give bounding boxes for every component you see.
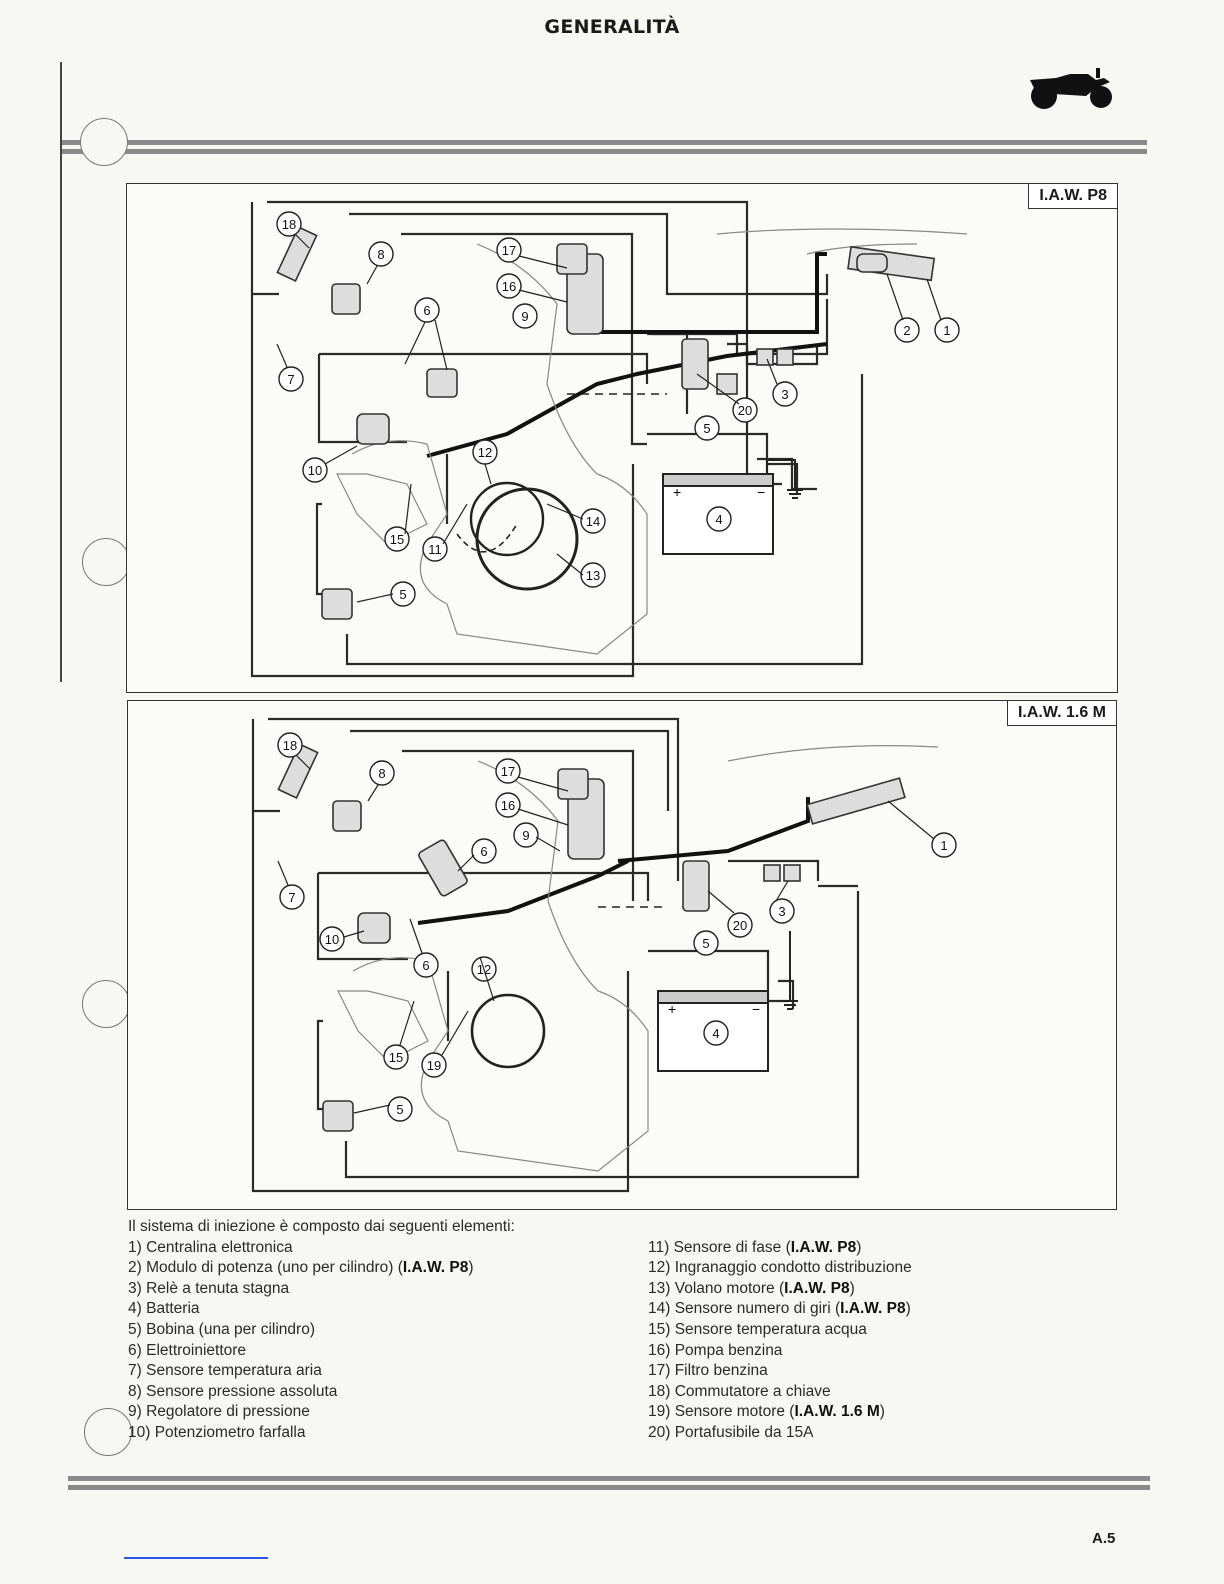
callout: 2 xyxy=(903,323,910,338)
page-number: A.5 xyxy=(1092,1530,1116,1547)
legend-item: 14) Sensore numero di giri (I.A.W. P8) xyxy=(648,1300,911,1318)
legend-item: 15) Sensore temperatura acqua xyxy=(648,1320,867,1338)
callout: 1 xyxy=(940,838,947,853)
svg-text:−: − xyxy=(752,1001,760,1017)
callout: 4 xyxy=(715,512,722,527)
legend-left-column: Il sistema di iniezione è composto dai s… xyxy=(128,1217,628,1444)
svg-text:−: − xyxy=(757,484,765,500)
legend-item: 18) Commutatore a chiave xyxy=(648,1382,831,1400)
legend-right-column: 11) Sensore di fase (I.A.W. P8) 12) Ingr… xyxy=(648,1238,1108,1444)
callout: 6 xyxy=(422,958,429,973)
callout: 3 xyxy=(778,904,785,919)
callout: 20 xyxy=(733,918,747,933)
callout: 5 xyxy=(396,1102,403,1117)
top-divider xyxy=(62,140,1147,158)
callout: 8 xyxy=(378,766,385,781)
legend-item: 19) Sensore motore (I.A.W. 1.6 M) xyxy=(648,1403,885,1421)
callout: 11 xyxy=(428,542,442,557)
callout: 6 xyxy=(423,303,430,318)
legend-item: 12) Ingranaggio condotto distribuzione xyxy=(648,1259,912,1277)
legend-intro: Il sistema di iniezione è composto dai s… xyxy=(128,1218,515,1235)
legend-item: 4) Batteria xyxy=(128,1300,200,1318)
bottom-divider xyxy=(68,1476,1150,1494)
callout: 7 xyxy=(288,890,295,905)
legend-item: 8) Sensore pressione assoluta xyxy=(128,1382,338,1400)
legend-item: 20) Portafusibile da 15A xyxy=(648,1423,814,1441)
legend-item: 16) Pompa benzina xyxy=(648,1341,783,1359)
callout: 9 xyxy=(522,828,529,843)
diagram-label: I.A.W. P8 xyxy=(1028,183,1118,209)
binder-hole xyxy=(82,538,130,586)
binder-hole xyxy=(82,980,130,1028)
legend-item: 2) Modulo di potenza (uno per cilindro) … xyxy=(128,1259,474,1277)
callout: 4 xyxy=(712,1026,719,1041)
callout: 20 xyxy=(738,403,752,418)
callout: 3 xyxy=(781,387,788,402)
legend-item: 3) Relè a tenuta stagna xyxy=(128,1279,290,1297)
legend-item: 11) Sensore di fase (I.A.W. P8) xyxy=(648,1238,862,1256)
callout: 15 xyxy=(390,532,404,547)
callout: 7 xyxy=(287,372,294,387)
callout: 17 xyxy=(501,764,515,779)
callout: 14 xyxy=(586,514,600,529)
wiring-diagram-iaw-p8: I.A.W. P8 xyxy=(126,183,1118,693)
legend-item: 5) Bobina (una per cilindro) xyxy=(128,1320,315,1338)
callout: 17 xyxy=(502,243,516,258)
wiring-diagram-iaw-1-6-m: I.A.W. 1.6 M xyxy=(127,700,1117,1210)
callout: 5 xyxy=(703,421,710,436)
callout: 18 xyxy=(283,738,297,753)
svg-text:+: + xyxy=(668,1001,676,1017)
binder-hole xyxy=(80,118,128,166)
callout: 10 xyxy=(325,932,339,947)
callout: 13 xyxy=(586,568,600,583)
legend-item: 9) Regolatore di pressione xyxy=(128,1403,310,1421)
callout: 18 xyxy=(282,217,296,232)
callout: 15 xyxy=(389,1050,403,1065)
callout: 6 xyxy=(480,844,487,859)
callout: 5 xyxy=(399,587,406,602)
motorcycle-icon xyxy=(1026,66,1116,112)
legend-item: 17) Filtro benzina xyxy=(648,1362,768,1380)
callout: 1 xyxy=(943,323,950,338)
legend-item: 7) Sensore temperatura aria xyxy=(128,1362,322,1380)
legend-item: 13) Volano motore (I.A.W. P8) xyxy=(648,1279,855,1297)
callout: 9 xyxy=(521,309,528,324)
callout: 16 xyxy=(501,798,515,813)
callout: 8 xyxy=(377,247,384,262)
svg-text:+: + xyxy=(673,484,681,500)
wiring-diagram-drawing: + − 18 8 17 16 6 9 7 10 12 15 11 xyxy=(250,200,968,678)
margin-rule xyxy=(60,62,62,682)
legend-item: 1) Centralina elettronica xyxy=(128,1238,293,1256)
callout: 12 xyxy=(478,445,492,460)
link-underline[interactable] xyxy=(124,1557,268,1559)
callout: 5 xyxy=(702,936,709,951)
diagram-label: I.A.W. 1.6 M xyxy=(1006,700,1117,726)
page-title: GENERALITÀ xyxy=(544,16,680,38)
wiring-diagram-drawing: + − 18 8 17 16 9 6 7 10 6 12 15 19 xyxy=(251,717,957,1193)
callout: 10 xyxy=(308,463,322,478)
binder-hole xyxy=(84,1408,132,1456)
callout: 16 xyxy=(502,279,516,294)
legend-item: 6) Elettroiniettore xyxy=(128,1341,247,1359)
legend-item: 10) Potenziometro farfalla xyxy=(128,1423,306,1441)
callout: 19 xyxy=(427,1058,441,1073)
